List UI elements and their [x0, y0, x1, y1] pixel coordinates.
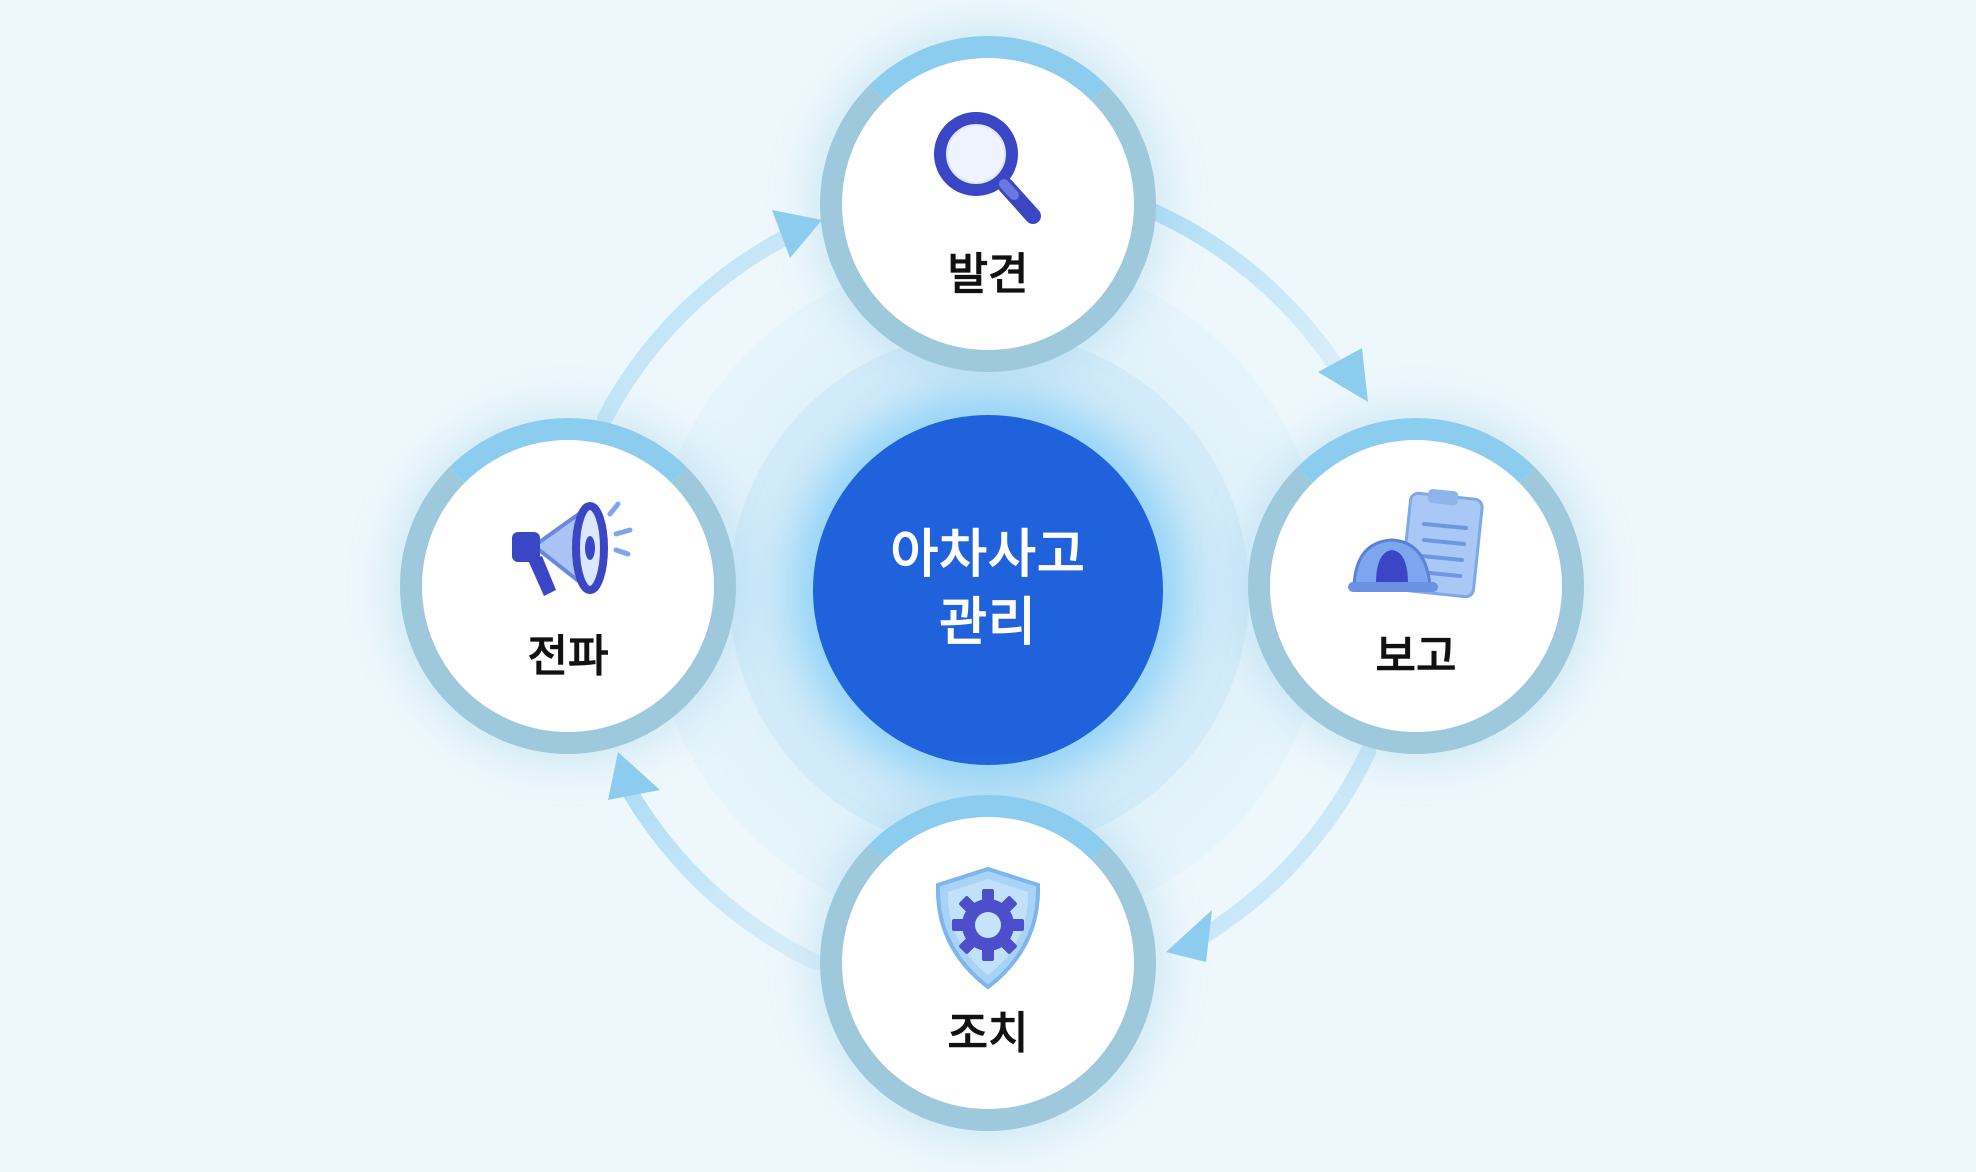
- center-title-line1: 아차사고: [890, 525, 1086, 586]
- step-share: 전파: [400, 418, 736, 754]
- clipboard-helmet-icon: [1346, 486, 1486, 616]
- arrowhead-report: [1318, 348, 1368, 402]
- step-label-action: 조치: [947, 1008, 1029, 1059]
- megaphone-icon: [498, 486, 638, 616]
- arc-find-to-report: [1142, 202, 1353, 388]
- step-label-share: 전파: [527, 631, 609, 682]
- step-discover: 발견: [820, 36, 1156, 372]
- step-report: 보고: [1248, 418, 1584, 754]
- shield-gear-icon: [918, 863, 1058, 993]
- magnifier-icon: [918, 104, 1058, 234]
- step-action: 조치: [820, 795, 1156, 1131]
- arc-share-to-find: [597, 227, 798, 426]
- center-title-line2: 관리: [939, 593, 1037, 653]
- arrowhead-find: [772, 210, 822, 258]
- step-label-discover: 발견: [947, 249, 1029, 300]
- step-label-report: 보고: [1375, 631, 1457, 682]
- arrowhead-action: [1166, 910, 1212, 962]
- arc-action-to-share: [622, 784, 823, 970]
- arc-report-to-action: [1197, 744, 1376, 943]
- arrowhead-share: [608, 752, 660, 800]
- center-circle: 아차사고 관리: [813, 415, 1163, 765]
